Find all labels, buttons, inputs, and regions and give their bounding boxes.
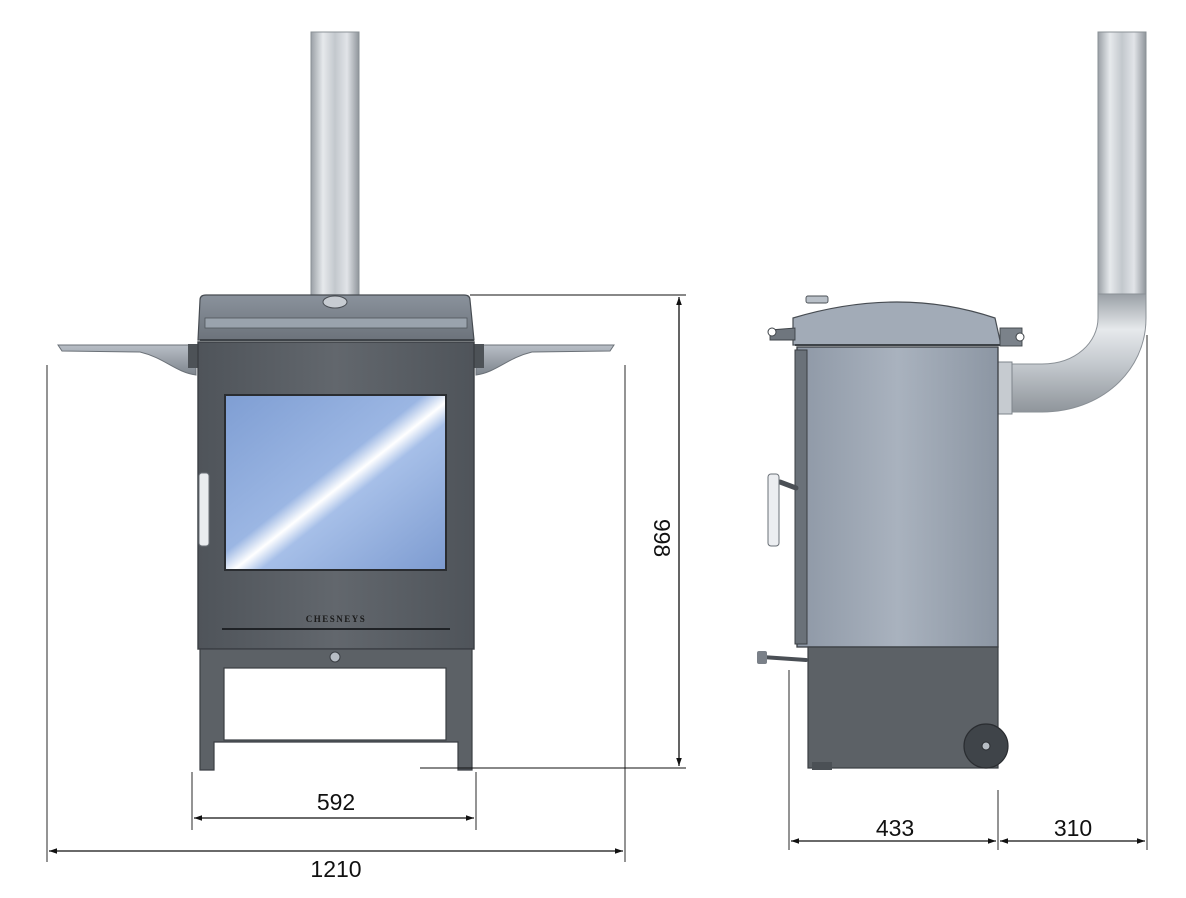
right-side-shelf — [475, 344, 615, 376]
dimension-lines: 1210 592 998 433 310 — [46, 294, 1148, 882]
side-flue-collar — [997, 361, 1013, 415]
front-door-handle — [198, 472, 210, 547]
side-riddling-rod — [760, 655, 808, 662]
side-flue-elbow — [1003, 293, 1147, 413]
side-door-edge — [794, 349, 808, 645]
left-side-shelf — [57, 344, 197, 376]
side-top-hood — [792, 301, 1002, 346]
side-hood-vent — [805, 295, 829, 304]
front-air-control-knob — [329, 651, 341, 663]
side-front-foot — [812, 762, 832, 770]
body-width-label: 592 — [317, 789, 355, 815]
front-view: CHESNEYS — [57, 31, 615, 771]
side-door-handle — [767, 473, 780, 547]
stove-glass-window — [224, 394, 447, 571]
front-log-store-opening — [223, 667, 447, 741]
left-shelf-bracket — [188, 344, 198, 368]
hood-lip — [204, 317, 468, 329]
side-firebox-body — [796, 346, 999, 648]
hood-vent-knob — [322, 295, 348, 309]
brand-label: CHESNEYS — [306, 614, 367, 624]
front-top-hood — [197, 294, 475, 341]
depth-label: 433 — [876, 815, 914, 841]
height-label: 998 — [649, 519, 675, 557]
overall-width-label: 1210 — [310, 856, 361, 882]
side-door-handle-arm — [777, 479, 799, 491]
flue-offset-label: 310 — [1054, 815, 1092, 841]
side-view — [757, 31, 1147, 770]
side-flue-vertical — [1097, 31, 1147, 295]
right-shelf-bracket — [474, 344, 484, 368]
front-flue-pipe — [310, 31, 360, 299]
